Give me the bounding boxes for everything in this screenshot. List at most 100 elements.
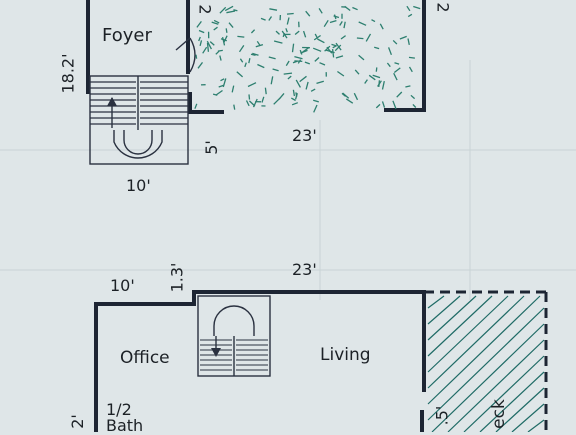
deck-dash	[393, 40, 397, 44]
deck-hatch-line	[528, 420, 544, 432]
deck-dash	[251, 30, 254, 33]
deck-dash	[345, 6, 351, 10]
deck-dash	[229, 23, 233, 28]
deck-dash	[269, 57, 276, 59]
dimension-bottom-width: 10'	[126, 176, 151, 195]
deck-dash	[332, 44, 337, 45]
deck-dash	[293, 44, 294, 53]
deck-dash	[380, 24, 383, 29]
deck-dash	[359, 22, 366, 25]
deck-dash	[400, 36, 407, 39]
deck-dash	[410, 67, 413, 72]
deck-dash	[324, 20, 328, 26]
deck-dash	[304, 31, 306, 37]
deck-dash	[196, 55, 197, 59]
deck-dash	[237, 72, 243, 77]
deck-dash	[249, 94, 250, 99]
deck-dash	[365, 80, 368, 84]
deck-dash	[269, 17, 272, 21]
deck-dash	[407, 6, 410, 11]
deck-dash	[199, 37, 201, 41]
deck-dash	[210, 42, 214, 46]
deck-dash	[413, 7, 420, 9]
deck-dash	[355, 70, 359, 74]
deck-dash	[313, 100, 319, 102]
dimension-offset: 1.3'	[167, 263, 186, 293]
room-label-bath-line2: Bath	[106, 416, 143, 435]
room-label-living: Living	[320, 345, 371, 365]
dimension-top-a: 2	[196, 4, 215, 14]
deck-dash	[216, 91, 223, 96]
dimension-deck-edge: .5'	[432, 406, 451, 426]
deck-dash	[245, 63, 247, 67]
deck-dash	[199, 31, 204, 33]
deck-dash	[271, 76, 273, 84]
deck-dash	[226, 11, 235, 13]
deck-dash	[315, 58, 319, 62]
deck-dash	[352, 8, 357, 10]
deck-dash	[232, 86, 234, 93]
deck-dash	[273, 69, 279, 71]
deck-dash	[330, 21, 336, 23]
deck-hatch-line	[428, 296, 508, 372]
deck-dash	[383, 101, 385, 107]
room-label-foyer: Foyer	[102, 25, 152, 46]
deck-dash	[249, 58, 250, 63]
deck-dash	[387, 63, 390, 67]
deck-dash	[197, 21, 202, 27]
deck-dash	[203, 47, 207, 53]
dimension-left-edge: 2'	[68, 414, 87, 429]
deck-dash	[214, 27, 218, 30]
deck-dash	[287, 14, 294, 15]
deck-dash	[306, 11, 310, 16]
deck-dash	[300, 50, 302, 54]
deck-dash	[261, 18, 266, 20]
dimension-top-b: 2	[434, 2, 453, 12]
deck-dash	[393, 101, 396, 109]
dimension-left-height: 18.2'	[59, 53, 78, 93]
deck-dash	[288, 76, 291, 79]
deck-dash	[366, 34, 370, 42]
deck-dash	[408, 39, 409, 45]
deck-dash	[218, 50, 223, 51]
room-label-deck: eck	[489, 399, 509, 429]
dimension-office-width: 10'	[110, 276, 135, 295]
deck-dash	[333, 49, 334, 57]
deck-dash	[292, 103, 298, 105]
deck-dash	[195, 104, 197, 109]
deck-dash	[395, 63, 400, 64]
deck-hatch-line	[512, 404, 544, 432]
deck-dash	[254, 99, 258, 107]
deck-dash	[294, 57, 302, 59]
deck-dash	[317, 81, 324, 83]
deck-dash	[274, 41, 282, 43]
deck-dash	[286, 28, 287, 32]
deck-dash	[221, 79, 225, 81]
deck-dash	[300, 76, 307, 81]
deck-dash	[346, 99, 353, 103]
deck-dash	[394, 73, 397, 80]
lower-stairs	[198, 296, 270, 376]
deck-dash	[265, 88, 266, 95]
deck-dash	[248, 83, 256, 87]
deck-hatch-line	[428, 296, 540, 404]
deck-dash	[296, 92, 297, 96]
deck-dash	[317, 39, 324, 43]
deck-dash	[344, 22, 345, 28]
deck-dash	[340, 21, 343, 25]
deck-dash	[408, 14, 412, 16]
deck-dash	[240, 45, 244, 51]
deck-dash	[373, 75, 380, 77]
deck-dash	[225, 6, 233, 10]
deck-dash	[389, 47, 392, 54]
deck-dash	[337, 72, 344, 77]
deck-dash	[220, 7, 226, 13]
dimension-short: 5'	[202, 140, 221, 155]
deck-dash	[383, 81, 385, 89]
deck-dash	[237, 36, 244, 37]
deck-dash	[279, 93, 284, 99]
deck-dash	[334, 16, 339, 18]
deck-dash	[357, 38, 364, 39]
deck-dash	[200, 40, 201, 46]
